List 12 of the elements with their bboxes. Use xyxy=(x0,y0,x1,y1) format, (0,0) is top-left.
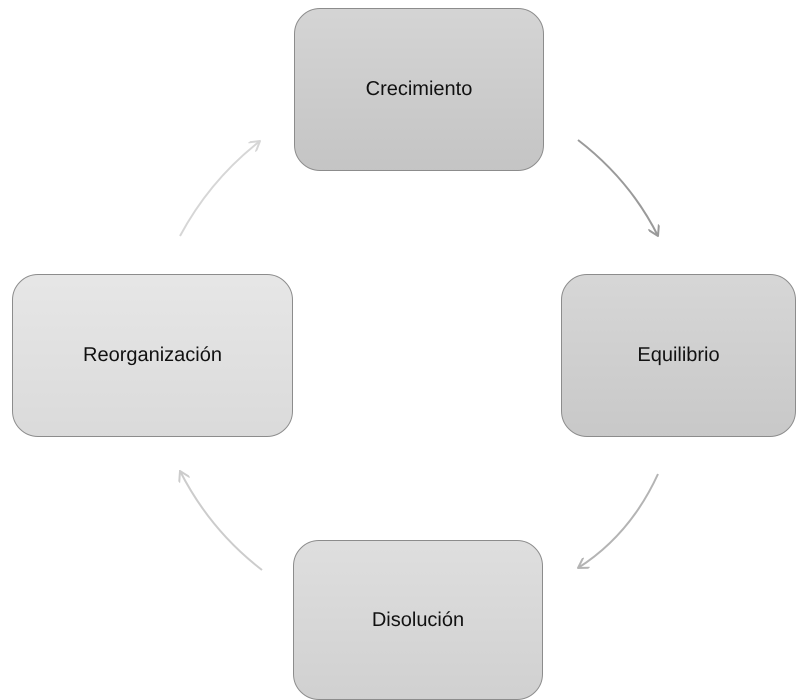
curved-arrow xyxy=(179,140,261,236)
node-label: Reorganización xyxy=(83,344,222,367)
node-label: Equilibrio xyxy=(637,344,720,367)
rounded-box xyxy=(294,8,544,171)
node-label: Disolución xyxy=(372,608,464,632)
rounded-box xyxy=(293,540,543,700)
node-label: Crecimiento xyxy=(366,78,472,101)
curved-arrow xyxy=(577,474,659,569)
curved-arrow xyxy=(178,470,263,571)
rounded-box xyxy=(561,274,796,437)
rounded-box xyxy=(12,274,293,437)
curved-arrow xyxy=(577,139,660,237)
